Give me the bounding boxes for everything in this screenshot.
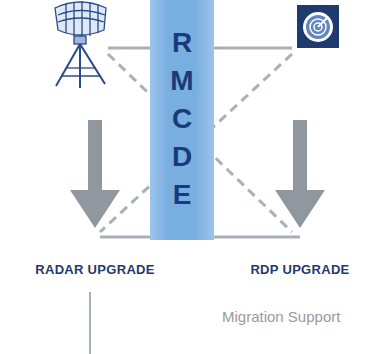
leader-line: [89, 292, 91, 354]
vertical-band: RMCDE: [150, 0, 214, 240]
radar-screen-icon: [297, 5, 339, 48]
note-label: Migration Support: [222, 308, 340, 325]
down-arrow: [275, 120, 325, 228]
output-label: RADAR UPGRADE: [35, 262, 154, 277]
output-label: RDP UPGRADE: [250, 262, 349, 277]
band-title: RMCDE: [168, 24, 196, 214]
radar-antenna-icon: [55, 1, 106, 88]
down-arrow: [70, 120, 120, 228]
